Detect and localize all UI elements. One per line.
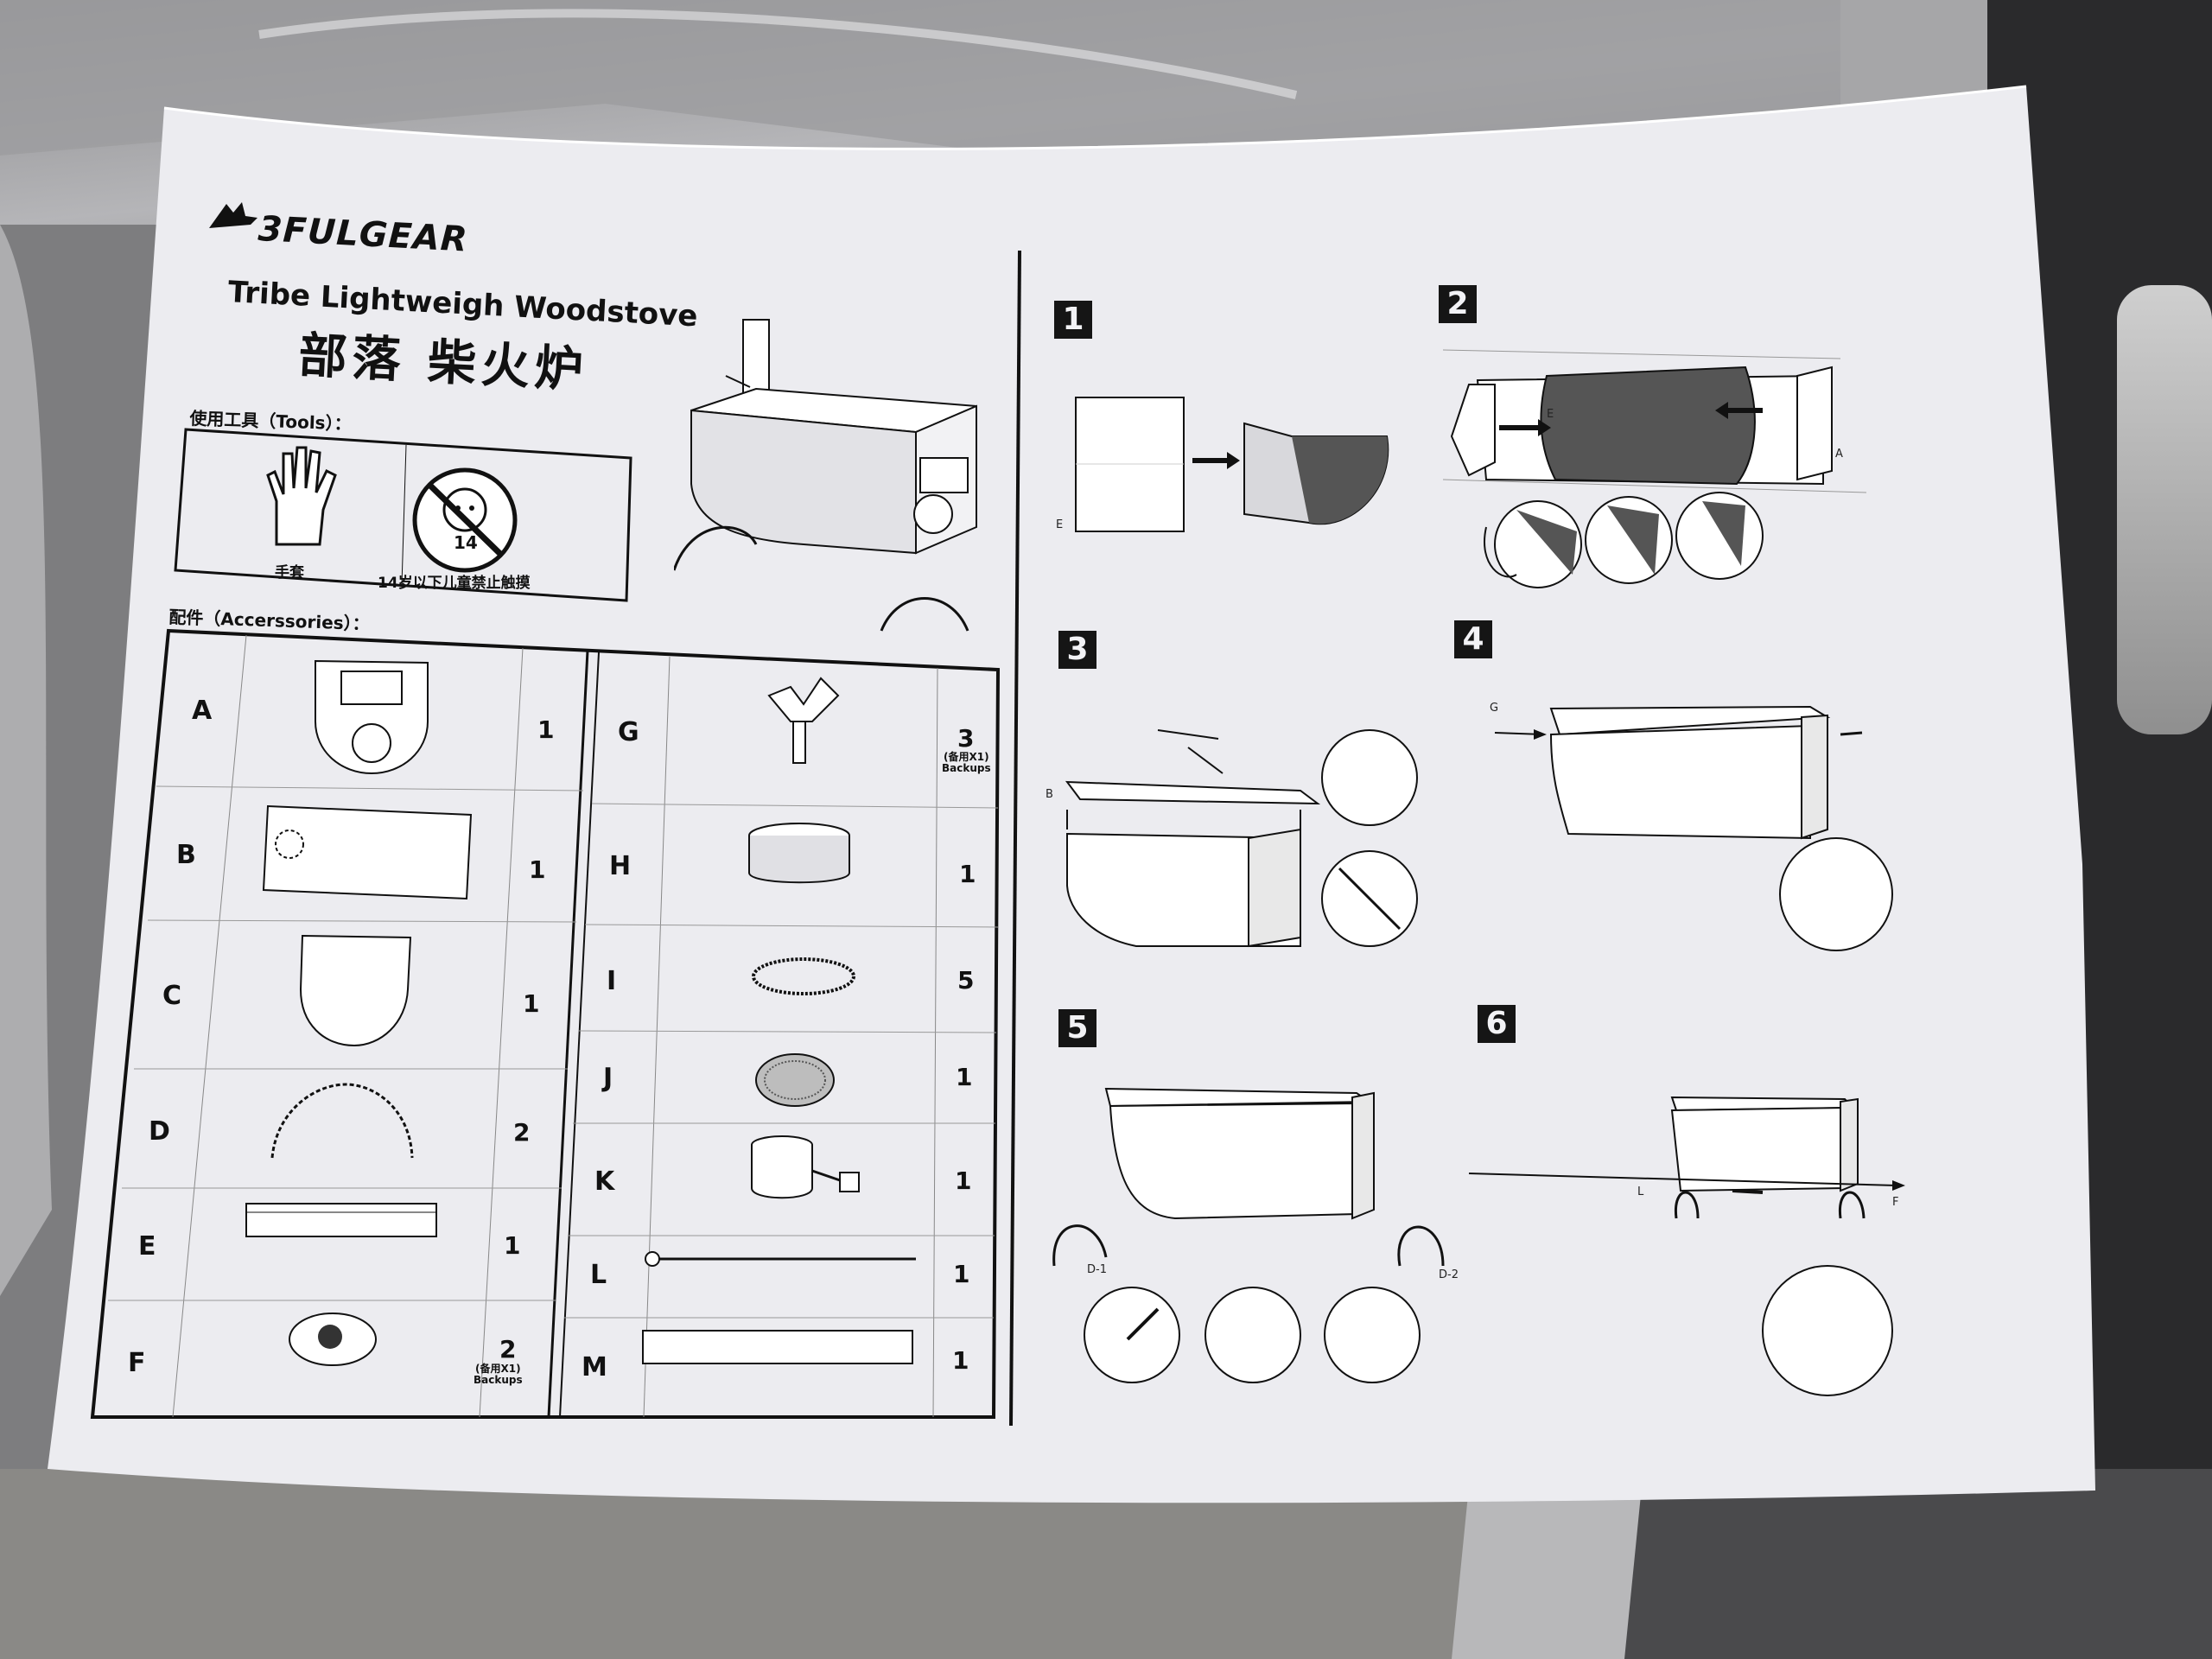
step-4-diagram xyxy=(1494,705,1893,951)
row-qty-g: 3 xyxy=(957,724,975,753)
age-badge: 14 xyxy=(454,532,478,553)
page-divider xyxy=(1009,250,1021,1427)
step-6-label-l: L xyxy=(1637,1185,1644,1198)
backup-note-zh: (备用X1) xyxy=(475,1363,521,1375)
step-5-label-d1: D-1 xyxy=(1087,1263,1107,1276)
row-qty-h: 1 xyxy=(959,860,976,888)
part-k-damper xyxy=(751,1135,860,1199)
row-qty-m: 1 xyxy=(952,1346,969,1375)
row-qty-c: 1 xyxy=(523,989,540,1018)
part-j-grate xyxy=(755,1053,835,1107)
step-2-label-a: A xyxy=(1835,448,1843,461)
part-l-rod xyxy=(645,1251,916,1267)
step-3-label-b: B xyxy=(1046,788,1053,801)
part-m-bar xyxy=(642,1330,913,1364)
row-qty-d: 2 xyxy=(513,1118,531,1147)
part-d-leg xyxy=(270,1083,414,1159)
row-qty-j: 1 xyxy=(956,1063,973,1091)
row-letter-j: J xyxy=(603,1063,613,1093)
row-letter-k: K xyxy=(594,1166,615,1197)
logo-bat-icon xyxy=(209,202,257,228)
part-a-door xyxy=(315,659,429,775)
backup-note-en: Backups xyxy=(942,762,991,774)
step-number-5: 5 xyxy=(1058,1009,1096,1047)
gloves-caption: 手套 xyxy=(275,564,304,582)
row-letter-f: F xyxy=(128,1348,146,1378)
row-letter-m: M xyxy=(582,1352,607,1382)
step-1-label-e: E xyxy=(1056,518,1064,531)
step-2-label-e: E xyxy=(1547,408,1554,421)
part-g-wingnut xyxy=(767,677,840,764)
row-qty-l: 1 xyxy=(953,1260,970,1288)
accessories-table xyxy=(90,628,1001,1419)
tools-box xyxy=(174,428,632,602)
gloves-icon xyxy=(266,446,337,546)
part-b-top-plate xyxy=(262,804,473,900)
part-h-ring xyxy=(748,823,850,884)
no-children-icon xyxy=(412,467,518,573)
row-letter-c: C xyxy=(162,981,182,1011)
row-letter-e: E xyxy=(138,1231,156,1262)
step-number-3: 3 xyxy=(1058,631,1096,669)
row-letter-i: I xyxy=(607,966,617,996)
row-qty-i: 5 xyxy=(957,966,975,995)
step-number-2: 2 xyxy=(1439,285,1477,323)
row-letter-g: G xyxy=(618,717,639,747)
step-6-label-f: F xyxy=(1892,1196,1899,1209)
step-1-diagram xyxy=(1075,397,1389,532)
part-i-mesh-ring xyxy=(752,957,855,995)
step-number-4: 4 xyxy=(1454,620,1492,658)
step-number-6: 6 xyxy=(1478,1005,1516,1043)
row-letter-d: D xyxy=(149,1116,170,1147)
backup-note-en: Backups xyxy=(474,1374,523,1386)
step-2-diagram xyxy=(1442,349,1867,588)
row-letter-b: B xyxy=(176,840,196,870)
step-4-label-g: G xyxy=(1490,702,1499,715)
step-6-diagram xyxy=(1468,1096,1905,1396)
backup-note-f: (备用X1) Backups xyxy=(474,1363,523,1386)
part-f-clip xyxy=(289,1313,377,1366)
part-e-rail xyxy=(245,1203,437,1237)
row-qty-k: 1 xyxy=(955,1166,972,1195)
row-letter-h: H xyxy=(609,851,632,881)
row-letter-l: L xyxy=(590,1260,607,1290)
part-c-end-plate xyxy=(299,934,412,1047)
row-qty-f: 2 xyxy=(499,1335,517,1363)
step-5-diagram xyxy=(1052,1087,1445,1383)
row-qty-b: 1 xyxy=(529,855,546,884)
age-caption: 14岁以下儿童禁止触摸 xyxy=(378,575,531,592)
backup-note-zh: (备用X1) xyxy=(944,751,989,763)
row-qty-a: 1 xyxy=(537,715,555,744)
step-3-diagram xyxy=(1065,729,1418,948)
row-qty-e: 1 xyxy=(504,1231,521,1260)
backup-note-g: (备用X1) Backups xyxy=(942,752,991,774)
stove-illustration xyxy=(674,319,977,632)
row-letter-a: A xyxy=(192,696,213,726)
step-5-label-d2: D-2 xyxy=(1439,1268,1459,1281)
step-number-1: 1 xyxy=(1054,301,1092,339)
